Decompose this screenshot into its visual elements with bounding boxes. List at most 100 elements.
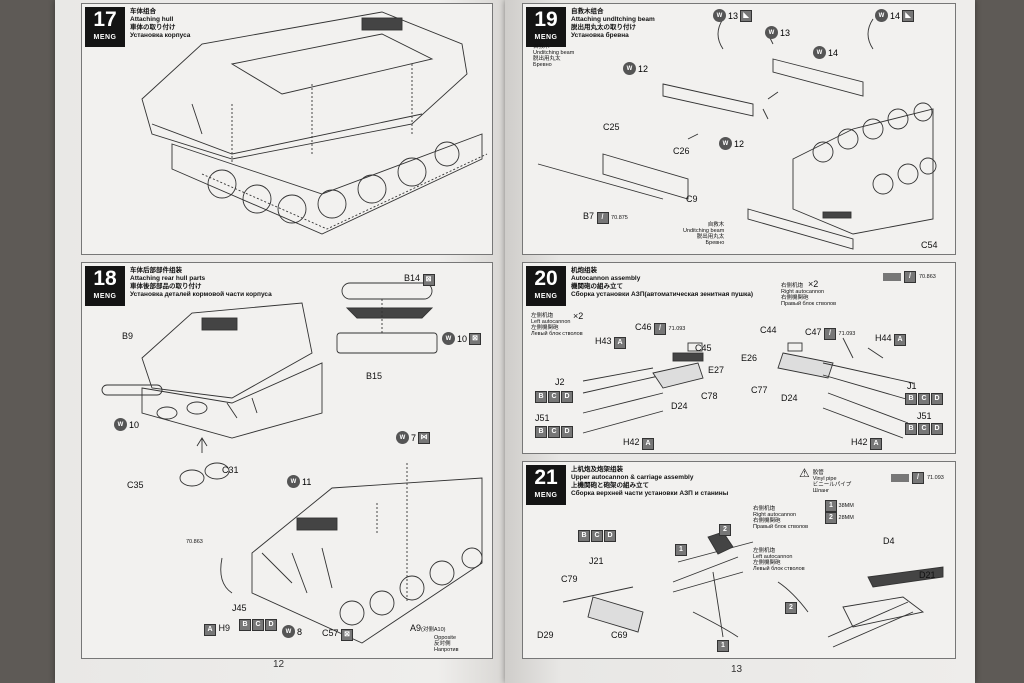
part-c69: C69 bbox=[611, 630, 628, 640]
part-h42: H42 A bbox=[623, 437, 655, 450]
part-b9: B9 bbox=[122, 331, 134, 341]
callout-1: 1 bbox=[675, 544, 687, 556]
beam-drawing bbox=[537, 18, 937, 250]
part-a9: A9(对侧A10) bbox=[410, 623, 446, 633]
part-h42: H42 A bbox=[851, 437, 883, 450]
part-b15: B15 bbox=[366, 371, 383, 381]
part-j45: J45 bbox=[232, 603, 247, 613]
part-c31: C31 bbox=[222, 465, 239, 475]
sprue-mark: ⊠ bbox=[422, 274, 435, 286]
step-titles: 上机炮及炮架组装 Upper autocannon & carriage ass… bbox=[571, 466, 729, 497]
step-titles: 机炮组装 Autocannon assembly 機関砲の組み立て Сборка… bbox=[571, 267, 754, 298]
part-e26: E26 bbox=[741, 353, 758, 363]
part-d29: D29 bbox=[537, 630, 554, 640]
part-d24: D24 bbox=[781, 393, 798, 403]
part-c45: C45 bbox=[695, 343, 712, 353]
part-c57: C57 ⊠ bbox=[322, 628, 354, 641]
right-autocannon-label: 右侧机炮 Right autocannon 右側機関砲 Правый блок … bbox=[781, 283, 837, 307]
callout-2: 2 bbox=[719, 524, 731, 536]
pipe-length-2: 2 28MM bbox=[825, 512, 854, 524]
part-c35: C35 bbox=[127, 480, 144, 490]
part-d24: D24 bbox=[671, 401, 688, 411]
callout-2: 2 bbox=[785, 602, 797, 614]
part-c77: C77 bbox=[751, 385, 768, 395]
step-titles: 车体后部部件组装 Attaching rear hull parts 車体後部部… bbox=[130, 267, 272, 298]
multiplier: ×2 bbox=[573, 311, 584, 321]
part-c46: C46 / 71.093 bbox=[635, 322, 685, 335]
part-h43: H43 A bbox=[595, 336, 627, 349]
page-number-left: 12 bbox=[273, 659, 285, 670]
part-c78: C78 bbox=[701, 391, 718, 401]
part-c54: C54 bbox=[921, 240, 938, 250]
part-j2: J2 bbox=[555, 377, 565, 387]
beam-label-2: 自救木 Unditching beam 脱出用丸太 Бревно bbox=[683, 222, 725, 246]
multiplier: ×2 bbox=[808, 279, 819, 289]
warning-note: ⚠ 胶管 Vinyl pipe ビニールパイプ Шланг bbox=[799, 466, 852, 494]
beam-label: 自救木 Unditching beam 脱出用丸太 Бревно bbox=[533, 44, 575, 68]
part-c47: C47 / 71.093 bbox=[805, 327, 855, 340]
part-c9: C9 bbox=[686, 194, 698, 204]
left-autocannon-label: 左侧机炮 Left autocannon 左側機関砲 Левый блок ст… bbox=[753, 548, 805, 572]
autocannon-drawing bbox=[582, 337, 914, 439]
part-b14: B14 ⊠ bbox=[404, 273, 435, 286]
part-d4: D4 bbox=[883, 536, 895, 546]
callout-1: 1 bbox=[717, 640, 729, 652]
part-e27: E27 bbox=[708, 365, 725, 375]
pipe-length-1: 1 38MM bbox=[825, 500, 854, 512]
step-titles: 车体组合 Attaching hull 車体の取り付け Установка ко… bbox=[130, 8, 191, 39]
part-j51: J51 bbox=[917, 411, 932, 421]
warning-icon: ⚠ bbox=[799, 466, 810, 480]
part-j51: J51 bbox=[535, 413, 550, 423]
part-d21: D21 bbox=[919, 570, 936, 580]
opposite-note: Opposite 反対側 Напротив bbox=[434, 635, 459, 653]
part-h44: H44 A bbox=[875, 333, 907, 346]
paint-swatch: /71.093 bbox=[891, 472, 944, 484]
part-b7: B7 / 70.875 bbox=[583, 211, 628, 224]
part-j1: J1 bbox=[907, 381, 917, 391]
rear-hull-drawing bbox=[101, 282, 483, 644]
part-h9: A H9 bbox=[204, 623, 230, 636]
left-autocannon-label: 左侧机炮 Left autocannon 左側機関砲 Левый блок ст… bbox=[531, 313, 583, 337]
part-j21: J21 bbox=[589, 556, 604, 566]
hull-assembly-drawing bbox=[141, 11, 488, 235]
paint-swatch: /70.863 bbox=[883, 271, 936, 283]
part-c25: C25 bbox=[603, 122, 620, 132]
part-c44: C44 bbox=[760, 325, 777, 335]
part-c26: C26 bbox=[673, 146, 690, 156]
part-c79: C79 bbox=[561, 574, 578, 584]
right-autocannon-label: 右侧机炮 Right autocannon 右側機関砲 Правый блок … bbox=[753, 506, 809, 530]
paint-code: 70.863 bbox=[186, 539, 203, 545]
carriage-drawing bbox=[562, 531, 944, 648]
step-titles: 自救木组合 Attaching undltching beam 脱出用丸太の取り… bbox=[571, 8, 655, 39]
page-number-right: 13 bbox=[731, 664, 743, 675]
